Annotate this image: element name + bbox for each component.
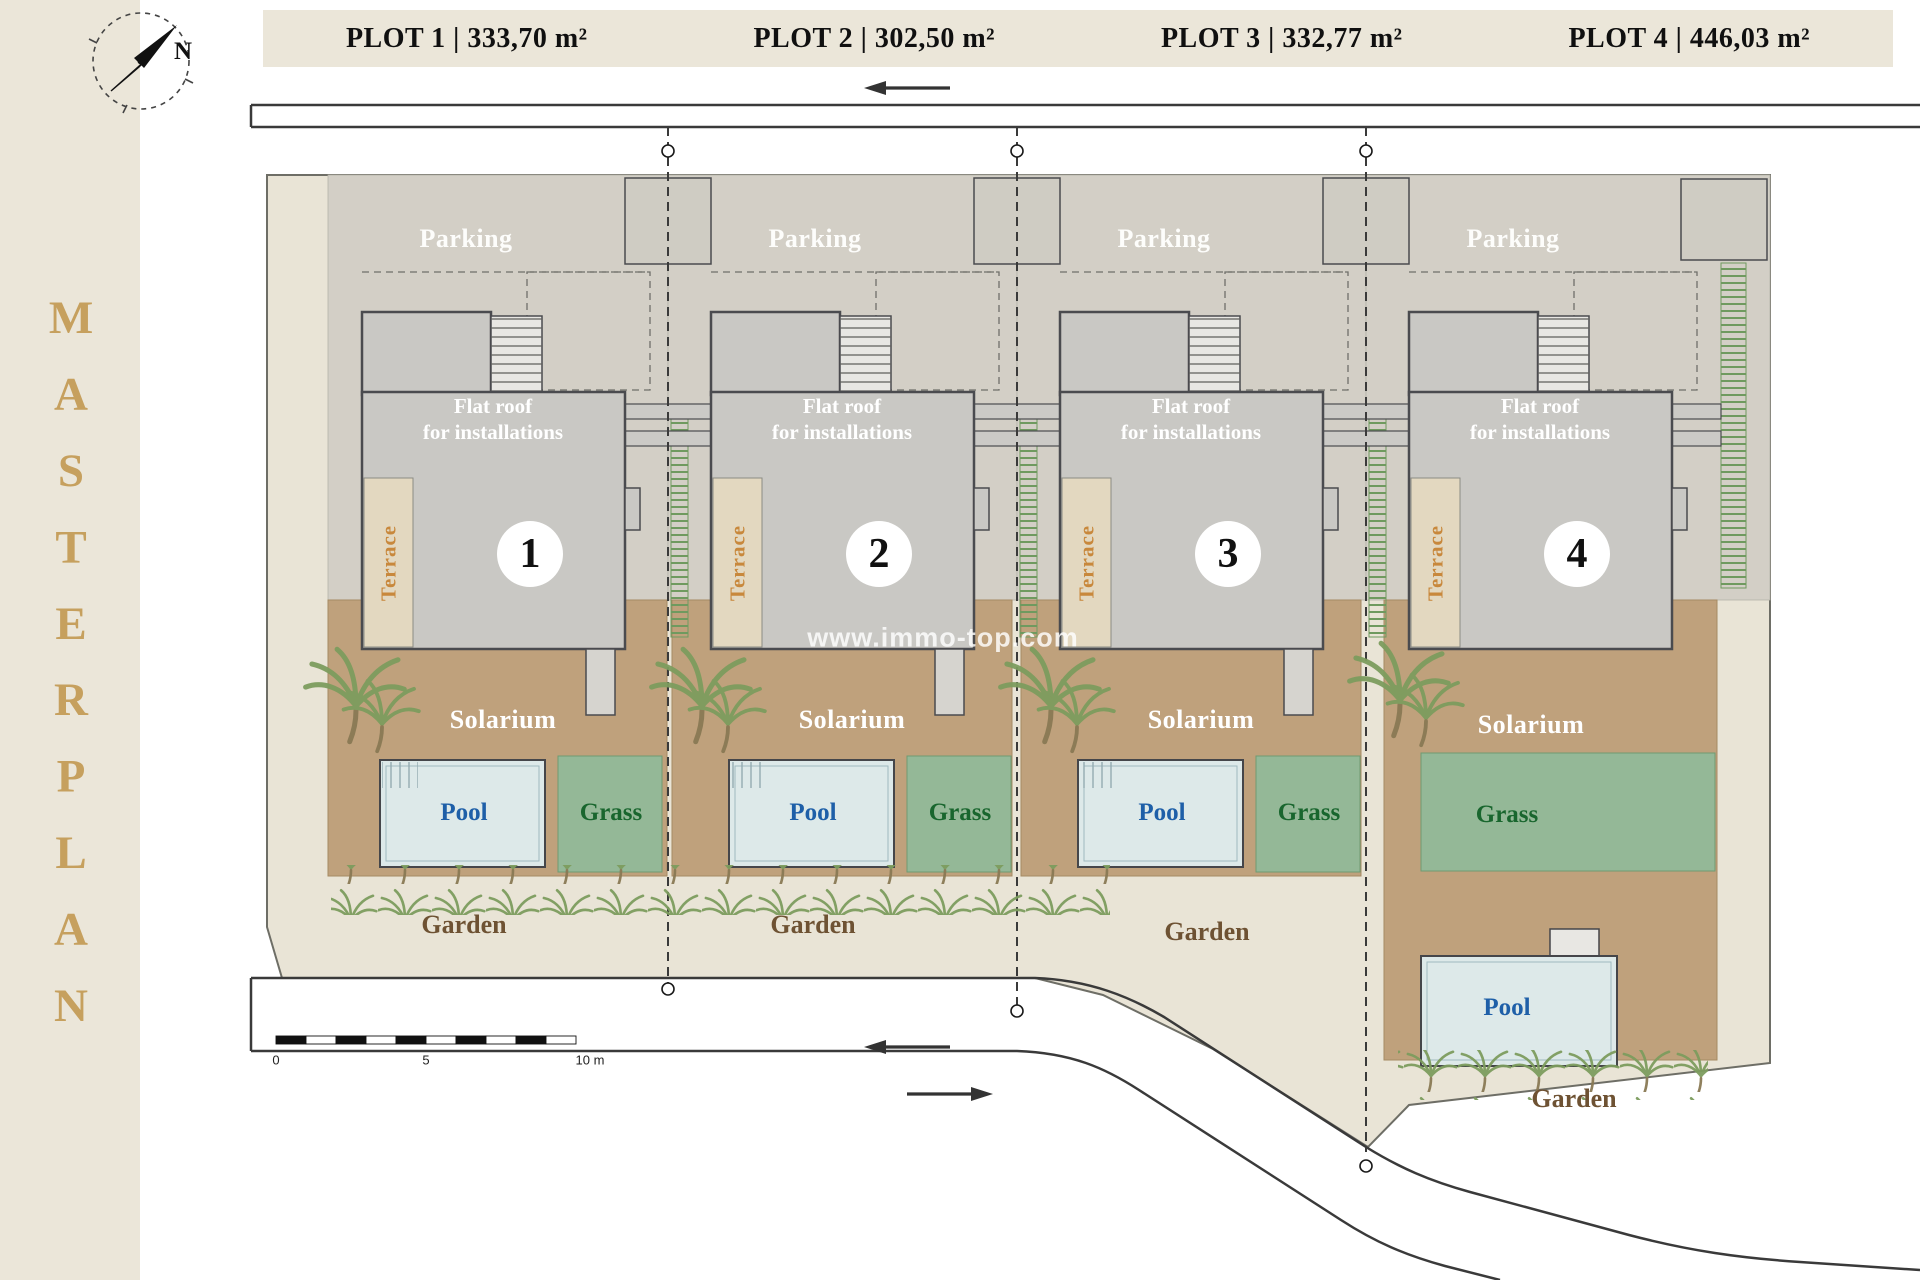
parking-areas	[327, 174, 1771, 601]
site-outline	[266, 174, 1771, 1149]
building-plot-4	[1407, 310, 1688, 651]
garden-label: Garden	[1531, 1084, 1617, 1113]
roads	[249, 103, 1920, 1280]
solarium-areas	[327, 599, 1718, 1061]
flat-roof-label: Flat roof for installations	[772, 393, 912, 446]
terrace-label: Terrace	[725, 524, 750, 602]
plot-boundaries	[661, 127, 1373, 1173]
flat-roof-line1: Flat roof	[802, 393, 882, 418]
flat-roof-line2: for installations	[1469, 420, 1611, 444]
pergola-bars	[624, 403, 1722, 447]
garages	[624, 177, 1768, 265]
pool-label: Pool	[1483, 994, 1531, 1021]
flat-roof-label: Flat roof for installations	[1470, 393, 1610, 446]
solarium-label: Solarium	[798, 705, 906, 734]
grass-label: Grass	[1475, 801, 1539, 828]
parking-label: Parking	[419, 224, 513, 253]
scale-label-5: 5	[422, 1052, 430, 1068]
parking-label: Parking	[1117, 224, 1211, 253]
palm-trees	[306, 643, 1708, 1100]
building-plot-3	[1058, 310, 1339, 716]
hedges	[670, 262, 1747, 638]
pool-label: Pool	[789, 799, 837, 826]
grass-label: Grass	[928, 799, 992, 826]
plot-3-header: PLOT 3 | 332,77 m²	[1160, 22, 1403, 54]
grass-areas	[557, 752, 1716, 873]
building-plot-2	[709, 310, 990, 716]
parking-markings	[362, 271, 1698, 391]
plot-4-header: PLOT 4 | 446,03 m²	[1568, 22, 1811, 54]
terrace-label: Terrace	[376, 524, 401, 602]
flat-roof-line1: Flat roof	[1151, 393, 1231, 418]
parking-label: Parking	[768, 224, 862, 253]
flat-roof-line2: for installations	[1120, 420, 1262, 444]
building-plot-1	[360, 310, 641, 716]
scale-bar	[275, 1035, 577, 1045]
plot-number-badge: 2	[846, 521, 912, 587]
solarium-label: Solarium	[449, 705, 557, 734]
plot-number-badge: 3	[1195, 521, 1261, 587]
plot-2-header: PLOT 2 | 302,50 m²	[753, 22, 996, 54]
garden-label: Garden	[1164, 917, 1250, 946]
terrace-label: Terrace	[1074, 524, 1099, 602]
flat-roof-line1: Flat roof	[1500, 393, 1580, 418]
flat-roof-line2: for installations	[771, 420, 913, 444]
flat-roof-line2: for installations	[422, 420, 564, 444]
plot-number-badge: 1	[497, 521, 563, 587]
watermark: www.immo-top.com	[807, 622, 1079, 653]
grass-label: Grass	[1277, 799, 1341, 826]
plot-number-badge: 4	[1544, 521, 1610, 587]
scale-label-10m: 10 m	[575, 1052, 605, 1068]
compass-north-label: N	[173, 38, 193, 65]
direction-arrows	[864, 81, 993, 1101]
pools	[379, 759, 1618, 1067]
garden-label: Garden	[770, 910, 856, 939]
flat-roof-label: Flat roof for installations	[423, 393, 563, 446]
left-sidebar	[0, 0, 140, 1280]
parking-label: Parking	[1466, 224, 1560, 253]
garden-label: Garden	[421, 910, 507, 939]
grass-label: Grass	[579, 799, 643, 826]
plot-1-header: PLOT 1 | 333,70 m²	[345, 22, 588, 54]
flat-roof-line1: Flat roof	[453, 393, 533, 418]
pool-label: Pool	[1138, 799, 1186, 826]
scale-label-0: 0	[272, 1052, 280, 1068]
plot-header-bar: PLOT 1 | 333,70 m² PLOT 2 | 302,50 m² PL…	[263, 10, 1893, 67]
solarium-label: Solarium	[1477, 710, 1585, 739]
flat-roof-label: Flat roof for installations	[1121, 393, 1261, 446]
terrace-label: Terrace	[1423, 524, 1448, 602]
pool-label: Pool	[440, 799, 488, 826]
solarium-label: Solarium	[1147, 705, 1255, 734]
